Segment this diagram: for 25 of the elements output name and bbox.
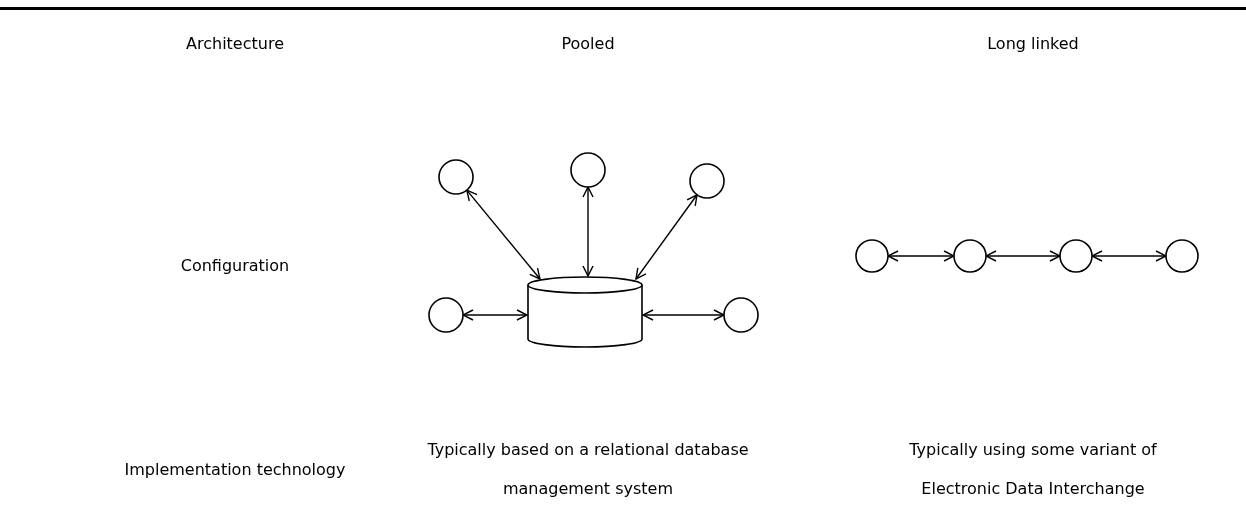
column-header: Architecture — [185, 33, 285, 55]
double-arrow — [582, 186, 594, 277]
double-arrow — [985, 250, 1061, 262]
circle-node — [1059, 239, 1093, 273]
double-arrow — [642, 309, 725, 321]
database-cylinder — [527, 276, 643, 348]
circle-node — [953, 239, 987, 273]
description-text: Typically based on a relational database management system — [426, 439, 750, 500]
circle-node — [1165, 239, 1199, 273]
circle-node — [689, 163, 725, 199]
double-arrow — [466, 189, 541, 280]
column-header: Long linked — [986, 33, 1080, 55]
circle-node — [438, 159, 474, 195]
row-header: Implementation technology — [123, 459, 347, 481]
row-header: Configuration — [179, 255, 291, 277]
double-arrow — [462, 309, 528, 321]
circle-node — [723, 297, 759, 333]
column-header: Pooled — [560, 33, 616, 55]
double-arrow — [635, 194, 698, 280]
circle-node — [428, 297, 464, 333]
circle-node — [855, 239, 889, 273]
circle-node — [570, 152, 606, 188]
description-text: Typically using some variant of Electronic Data Interchange — [908, 439, 1158, 500]
double-arrow — [1091, 250, 1167, 262]
double-arrow — [887, 250, 955, 262]
